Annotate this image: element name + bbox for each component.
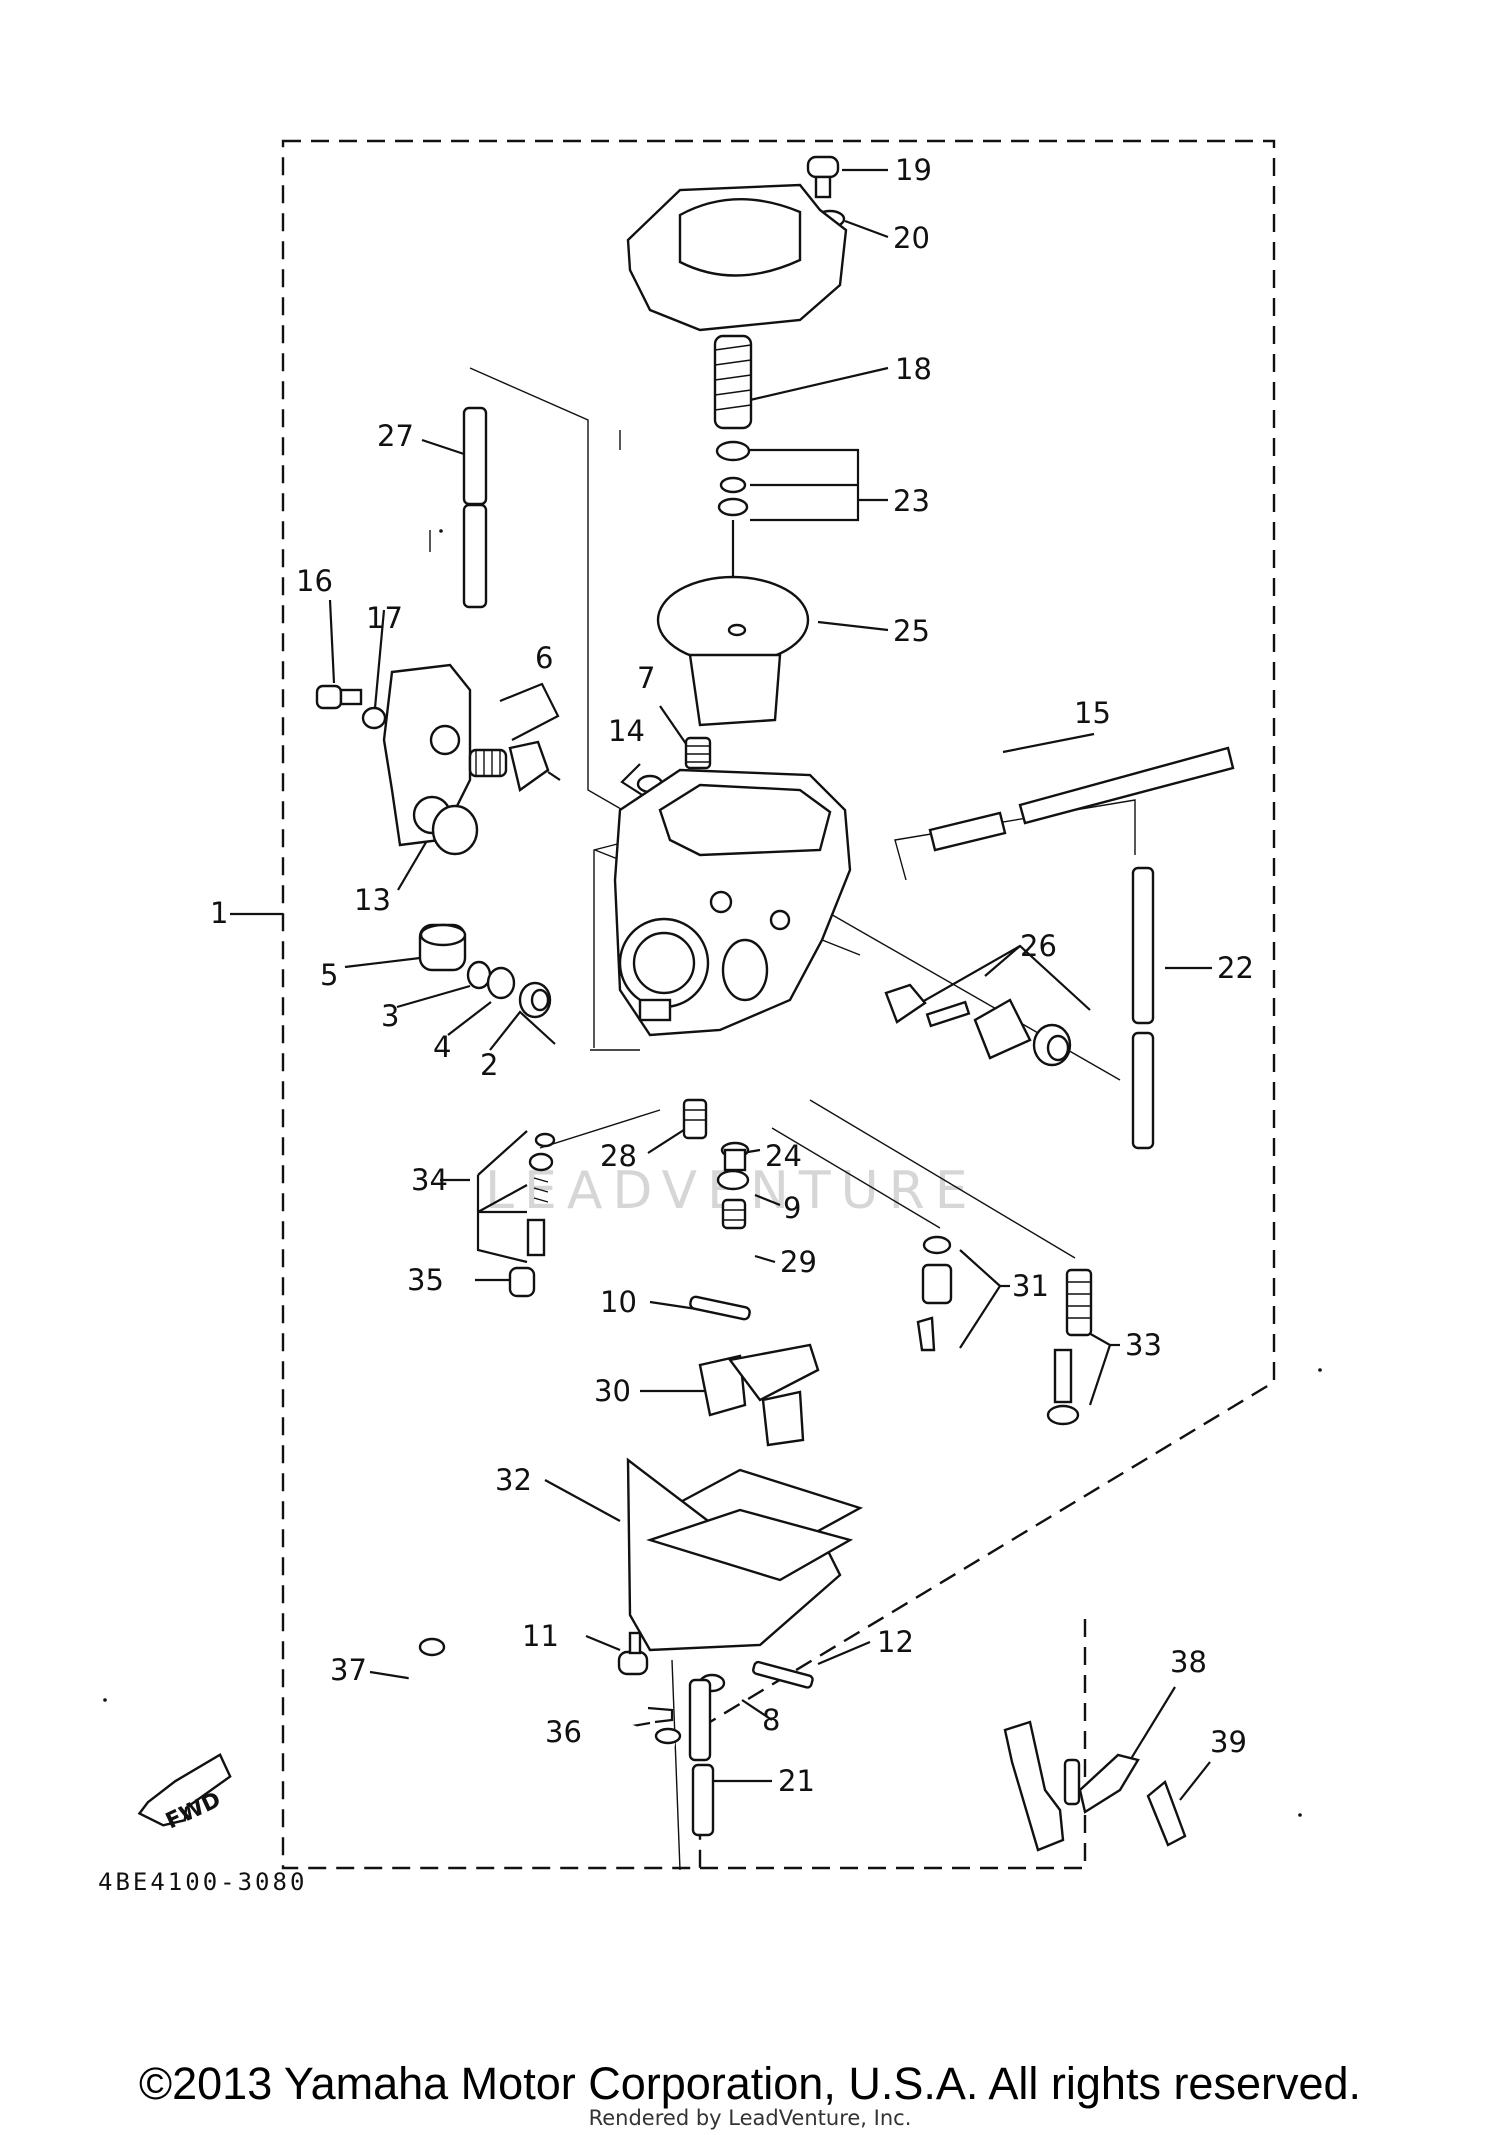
callout-20: 20 <box>893 221 930 255</box>
fwd-arrow-icon: FWD <box>137 1752 232 1834</box>
part-19-screw <box>806 155 840 199</box>
part-34-screw-set <box>526 1132 556 1257</box>
callout-21: 21 <box>778 1764 815 1798</box>
callout-2: 2 <box>480 1048 498 1082</box>
copyright-notice: ©2013 Yamaha Motor Corporation, U.S.A. A… <box>138 2058 1362 2109</box>
dot <box>439 529 443 533</box>
callout-4: 4 <box>433 1030 451 1064</box>
part-26-air-screw-set <box>884 983 1072 1067</box>
callout-39: 39 <box>1210 1725 1247 1759</box>
callout-6: 6 <box>535 641 553 675</box>
part-13-o-ring <box>431 804 479 856</box>
rendered-by-notice: Rendered by LeadVenture, Inc. <box>588 2106 912 2130</box>
callout-9: 9 <box>783 1191 801 1225</box>
assembly-boundary-side <box>700 1616 1087 1870</box>
callout-13: 13 <box>354 883 391 917</box>
callout-1: 1 <box>210 896 228 930</box>
part-2-seal <box>518 981 552 1019</box>
assembly-boundary <box>281 139 1276 1870</box>
part-36-clip <box>647 1706 674 1724</box>
callout-11: 11 <box>522 1619 559 1653</box>
callout-37: 37 <box>330 1653 367 1687</box>
callout-18: 18 <box>895 352 932 386</box>
callout-30: 30 <box>594 1374 631 1408</box>
carburetor-body <box>613 768 852 1037</box>
callout-7: 7 <box>637 661 655 695</box>
part-23-needle-set <box>715 440 751 610</box>
part-11-screw <box>617 1631 649 1676</box>
part-10-float-pin <box>689 1295 751 1321</box>
callout-38: 38 <box>1170 1645 1207 1679</box>
part-6-starter-plunger <box>468 740 561 793</box>
dot <box>103 1698 107 1702</box>
part-21-hose <box>688 1678 715 1837</box>
dot <box>1318 1368 1322 1372</box>
part-4-washer <box>486 966 516 1000</box>
part-25-diaphragm-piston <box>656 575 810 727</box>
part-28-main-jet <box>682 1098 708 1140</box>
callout-19: 19 <box>895 153 932 187</box>
float-chamber <box>626 1457 854 1652</box>
callout-16: 16 <box>296 564 333 598</box>
callout-26: 26 <box>1020 929 1057 963</box>
callout-15: 15 <box>1074 696 1111 730</box>
part-15-hose <box>928 746 1235 852</box>
callout-labels: 19 20 18 23 25 27 16 17 6 7 14 15 13 1 5… <box>210 153 1254 1798</box>
part-39-hose <box>1146 1780 1187 1847</box>
part-24-needle-jet <box>720 1141 750 1172</box>
callout-25: 25 <box>893 614 930 648</box>
part-37-drain-hose <box>408 1637 682 1859</box>
callout-14: 14 <box>608 714 645 748</box>
part-22-hose <box>1131 866 1155 1150</box>
part-30-float <box>698 1343 820 1447</box>
callout-36: 36 <box>545 1715 582 1749</box>
callout-17: 17 <box>366 601 403 635</box>
part-3-washer <box>466 960 492 990</box>
callout-28: 28 <box>600 1139 637 1173</box>
part-27-hose <box>462 406 488 609</box>
part-7-pilot-jet <box>684 736 712 770</box>
callout-8: 8 <box>762 1703 780 1737</box>
callout-27: 27 <box>377 419 414 453</box>
part-5-bushing <box>418 923 467 972</box>
part-38-bracket <box>1003 1720 1140 1852</box>
part-18-spring <box>713 334 753 430</box>
callout-31: 31 <box>1012 1269 1049 1303</box>
callout-5: 5 <box>320 958 338 992</box>
callout-24: 24 <box>765 1139 802 1173</box>
callout-32: 32 <box>495 1463 532 1497</box>
part-29-jet-holder <box>721 1198 747 1230</box>
part-9-washer <box>716 1169 750 1191</box>
part-35-cap <box>508 1266 536 1298</box>
dot <box>1298 1813 1302 1817</box>
drawing-code: 4BE4100-3080 <box>98 1868 307 1896</box>
callout-22: 22 <box>1217 951 1254 985</box>
callout-12: 12 <box>877 1625 914 1659</box>
callout-33: 33 <box>1125 1328 1162 1362</box>
part-16-bolt <box>315 684 363 710</box>
callout-35: 35 <box>407 1263 444 1297</box>
part-31-needle-valve <box>916 1235 953 1352</box>
part-17-washer <box>361 706 387 730</box>
part-33-pilot-screw-set <box>1046 1268 1093 1426</box>
part-12-drain-screw <box>752 1660 814 1689</box>
callout-34: 34 <box>411 1163 448 1197</box>
callout-23: 23 <box>893 484 930 518</box>
carburetor-top-cover <box>626 183 848 332</box>
callout-10: 10 <box>600 1285 637 1319</box>
callout-29: 29 <box>780 1245 817 1279</box>
callout-3: 3 <box>381 999 399 1033</box>
